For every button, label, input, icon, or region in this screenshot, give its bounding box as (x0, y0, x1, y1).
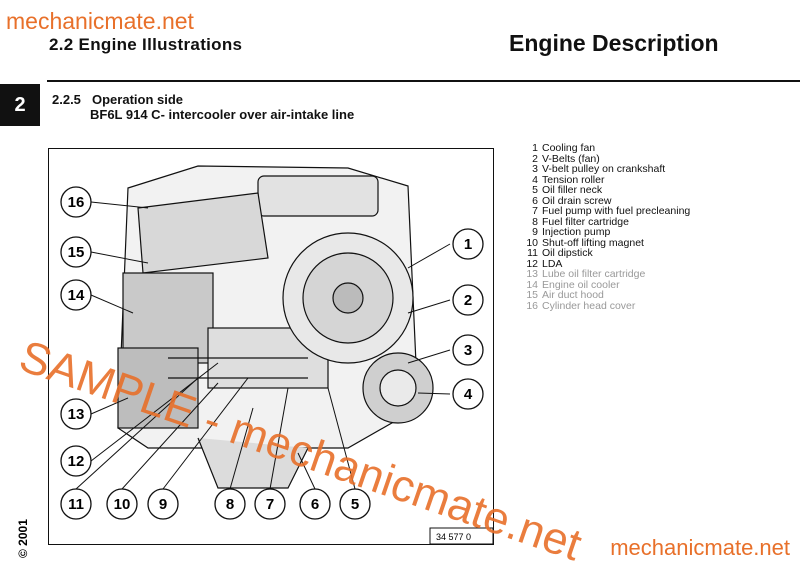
callout-11: 11 (60, 377, 199, 520)
svg-text:4: 4 (464, 386, 473, 403)
engine-illustration: 1 2 3 4 5 6 7 8 9 10 11 12 13 14 15 16 3… (48, 148, 494, 545)
callout-16: 16 (60, 186, 149, 218)
svg-text:5: 5 (351, 496, 359, 513)
svg-text:34 577 0: 34 577 0 (436, 532, 471, 542)
subsection-title: Operation side (92, 92, 184, 107)
callout-10: 10 (106, 382, 219, 520)
svg-text:13: 13 (68, 406, 85, 423)
callout-7: 7 (254, 387, 289, 520)
callout-4: 4 (417, 378, 484, 410)
subsection-subtitle: BF6L 914 C- intercooler over air-intake … (90, 107, 355, 122)
svg-text:11: 11 (68, 496, 84, 513)
figure-reference: 34 577 0 (429, 527, 494, 545)
svg-text:14: 14 (68, 287, 85, 304)
watermark-bottom: mechanicmate.net (610, 535, 790, 560)
callout-5: 5 (327, 387, 371, 520)
svg-text:7: 7 (266, 496, 274, 513)
callout-3: 3 (407, 334, 484, 366)
svg-text:3: 3 (464, 342, 472, 359)
watermark-top: mechanicmate.net (6, 8, 194, 34)
header-rule (47, 80, 800, 82)
svg-text:10: 10 (114, 496, 131, 513)
callout-12: 12 (60, 362, 219, 477)
callout-15: 15 (60, 236, 149, 268)
svg-text:1: 1 (464, 236, 472, 253)
svg-text:12: 12 (68, 453, 85, 470)
copyright-notice: © 2001 (16, 519, 30, 558)
svg-text:© 2001: © 2001 (16, 519, 30, 558)
callout-8: 8 (214, 407, 254, 520)
callout-2: 2 (407, 284, 484, 316)
svg-text:9: 9 (159, 496, 167, 513)
svg-text:16: 16 (68, 194, 85, 211)
svg-text:15: 15 (68, 244, 85, 261)
chapter-tab: 2 (0, 84, 40, 126)
callout-6: 6 (297, 452, 331, 520)
subsection-number: 2.2.5 (52, 92, 81, 107)
callout-9: 9 (147, 377, 249, 520)
callout-13: 13 (60, 397, 129, 430)
section-heading: 2.2 Engine Illustrations (49, 35, 243, 54)
page-title: Engine Description (509, 30, 719, 56)
svg-text:8: 8 (226, 496, 234, 513)
callout-14: 14 (60, 279, 134, 314)
svg-text:6: 6 (311, 496, 319, 513)
callout-1: 1 (407, 228, 484, 269)
svg-text:2: 2 (464, 292, 472, 309)
